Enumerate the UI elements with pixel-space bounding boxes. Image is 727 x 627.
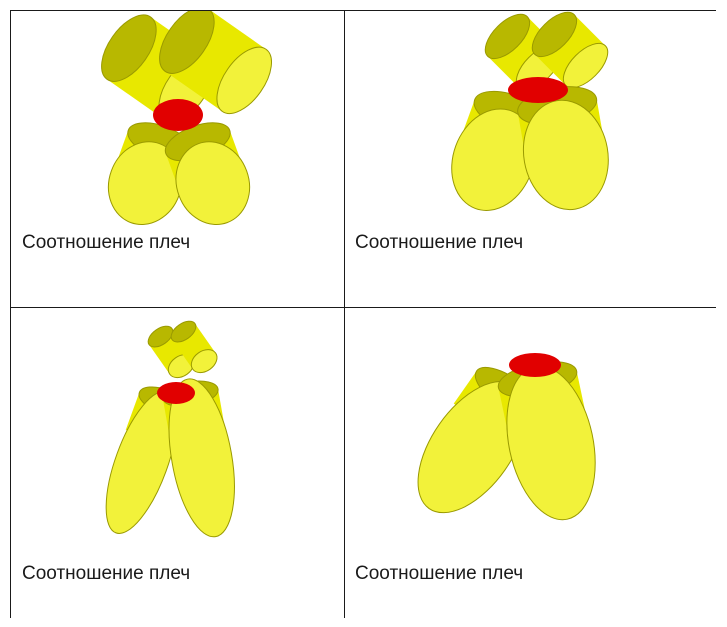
diagram-grid: Соотношение плеч <box>10 10 716 618</box>
centromere <box>509 353 561 377</box>
grid-border-top <box>10 10 716 11</box>
centromere <box>153 99 203 131</box>
cell-caption: Соотношение плеч <box>355 563 523 585</box>
chromosome-figure-equal-arms <box>10 10 344 307</box>
cell-caption: Соотношение плеч <box>22 232 190 254</box>
cell-bottom-right: Соотношение плеч <box>345 308 716 618</box>
cell-bottom-left: Соотношение плеч <box>10 308 344 618</box>
centromere <box>157 382 195 404</box>
centromere <box>508 77 568 103</box>
cell-top-right: Соотношение плеч <box>345 10 716 307</box>
grid-divider-horizontal <box>10 307 716 308</box>
cell-top-left: Соотношение плеч <box>10 10 344 307</box>
cell-caption: Соотношение плеч <box>22 563 190 585</box>
grid-border-left <box>10 10 11 618</box>
grid-divider-vertical <box>344 10 345 618</box>
chromosome-figure-short-long-arms <box>345 10 716 307</box>
cell-caption: Соотношение плеч <box>355 232 523 254</box>
